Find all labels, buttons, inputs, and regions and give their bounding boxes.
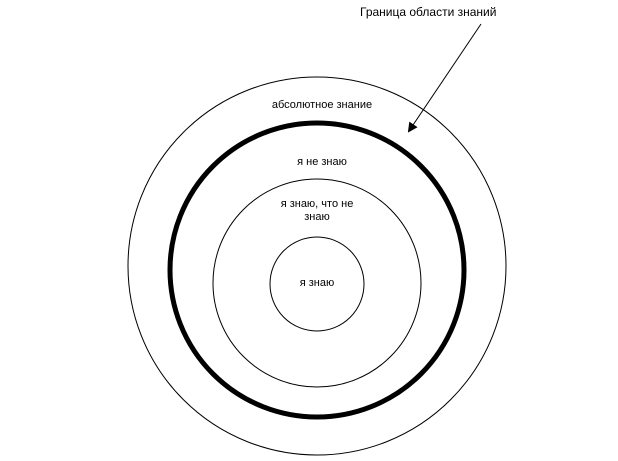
zone-label-i-know: я знаю: [299, 277, 335, 289]
zone-label-absolute-knowledge: абсолютное знание: [271, 99, 373, 111]
knowledge-boundary-circle: [167, 120, 467, 420]
zone-label-i-know-that-i-dont-know: я знаю, что не знаю: [280, 198, 354, 223]
outer-circle-absolute-knowledge: [127, 76, 507, 456]
boundary-label: Граница области знаний: [360, 5, 497, 19]
middle-circle-know-dont-know: [212, 178, 422, 388]
zone-label-i-dont-know: я не знаю: [297, 156, 347, 168]
inner-circle-i-know: [269, 236, 365, 332]
boundary-pointer-arrow: [407, 23, 482, 133]
